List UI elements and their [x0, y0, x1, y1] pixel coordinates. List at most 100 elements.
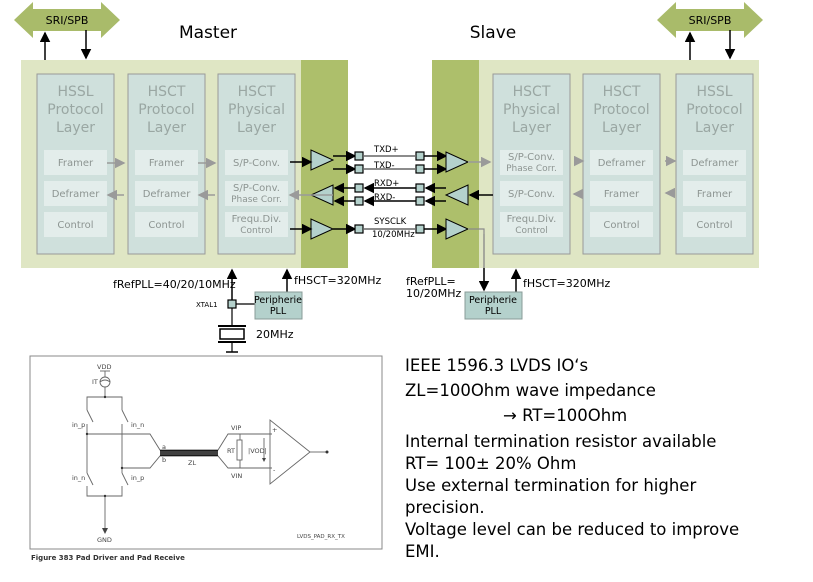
lvds-transceivers: [288, 149, 493, 268]
sub-block: Frequ.Div.Control: [225, 212, 288, 237]
schem-rt: RT: [227, 447, 235, 455]
sub-block: Framer: [683, 181, 746, 206]
sub-block-label: Deframer: [691, 158, 740, 169]
pad-icon: [415, 164, 425, 174]
layer-title-line: HSCT: [148, 84, 186, 100]
slave-pll-line2: PLL: [485, 306, 502, 317]
schem-vod: |VOD|: [248, 447, 267, 455]
layer-title-line: HSSL: [696, 84, 732, 100]
layer-title-line: Layer: [147, 120, 186, 136]
schem-gnd: GND: [97, 536, 112, 544]
layer-title-line: Layer: [237, 120, 276, 136]
master-pll-box: [254, 291, 303, 320]
layer-title-line: Layer: [512, 120, 551, 136]
crystal-icon: [219, 328, 245, 340]
lvds-notes: IEEE 1596.3 LVDS IO‘s ZL=100Ohm wave imp…: [405, 355, 810, 563]
sub-block: Control: [590, 212, 653, 237]
sub-block: Deframer: [683, 150, 746, 175]
master-bus-label: SRI/SPB: [46, 14, 89, 27]
slave-fhsct-label: fHSCT=320MHz: [523, 277, 611, 290]
pad-icon: [354, 224, 364, 234]
slave-title: Slave: [470, 23, 516, 43]
internal-arrows: [106, 155, 677, 201]
sub-block-label: S/P-Conv.: [233, 183, 280, 194]
schem-b: b: [162, 456, 166, 464]
schem-vdd: VDD: [97, 363, 111, 371]
sub-block-label: Framer: [149, 158, 185, 169]
sub-block-label: Control: [515, 226, 548, 236]
sub-block: Control: [44, 212, 107, 237]
crystal-freq-label: 20MHz: [256, 328, 294, 341]
schem-sw4: in_p: [131, 474, 144, 482]
slave-pll-box: [464, 291, 523, 320]
pad-icon: [354, 164, 364, 174]
signal-sysclk: SYSCLK: [374, 217, 407, 227]
signal-txd-minus: TXD-: [373, 161, 395, 171]
sub-block-label: S/P-Conv.: [508, 189, 555, 200]
buffer-icon: [444, 184, 469, 206]
pad-icon: [354, 196, 364, 206]
pad-icon: [354, 183, 364, 193]
sub-block-label: Frequ.Div.: [232, 214, 282, 225]
layer-title-line: Protocol: [593, 102, 649, 118]
layer-boxes: HSSLProtocolLayerFramerDeframerControlHS…: [36, 73, 754, 255]
note-line: precision.: [405, 498, 485, 517]
pad-icon: [354, 151, 364, 161]
sub-block: Framer: [44, 150, 107, 175]
layer-title-line: HSCT: [238, 84, 276, 100]
slave-bus-arrow: SRI/SPB: [657, 2, 763, 60]
signal-rxd-minus: RXD-: [374, 193, 395, 203]
buffer-icon: [445, 151, 470, 173]
sub-block-label: Framer: [697, 189, 733, 200]
sub-block-label: Framer: [604, 189, 640, 200]
master-title: Master: [179, 23, 237, 43]
sub-block-label: S/P-Conv.: [508, 152, 555, 163]
sub-block: Deframer: [590, 150, 653, 175]
layer-title-line: Protocol: [47, 102, 103, 118]
pad-icon: [415, 224, 425, 234]
sub-block-label: Control: [240, 226, 273, 236]
note-line: Internal termination resistor available: [405, 432, 717, 451]
sub-block: S/P-Conv.: [500, 181, 563, 206]
master-pll-line2: PLL: [270, 306, 287, 317]
note-line: Voltage level can be reduced to improve: [405, 520, 740, 539]
sub-block-label: Frequ.Div.: [507, 214, 557, 225]
slave-bus-label: SRI/SPB: [689, 14, 732, 27]
sub-block: Deframer: [44, 181, 107, 206]
layer-title-line: HSCT: [603, 84, 641, 100]
sub-block-label: Framer: [58, 158, 94, 169]
slave-fref-line1: fRefPLL=: [406, 275, 456, 288]
figure-caption: Figure 383 Pad Driver and Pad Receive: [31, 554, 185, 562]
sub-block: Deframer: [135, 181, 198, 206]
sub-block-label: S/P-Conv.: [233, 158, 280, 169]
master-clock: fRefPLL=40/20/10MHz fHSCT=320MHz XTAL1 P…: [113, 268, 382, 353]
master-bus-arrow: SRI/SPB: [14, 2, 120, 60]
note-line: → RT=100Ohm: [503, 406, 628, 425]
note-line: Use external termination for higher: [405, 476, 697, 495]
sub-block: Control: [135, 212, 198, 237]
layer-title-line: Protocol: [138, 102, 194, 118]
layer-title-line: Physical: [503, 102, 560, 118]
schem-a: a: [162, 443, 166, 451]
sub-block: Control: [683, 212, 746, 237]
layer-title-line: Physical: [228, 102, 285, 118]
master-fhsct-label: fHSCT=320MHz: [294, 274, 382, 287]
sub-block: S/P-Conv.Phase Corr.: [225, 181, 288, 206]
pad-icon: [415, 151, 425, 161]
sub-block-label: Deframer: [143, 189, 192, 200]
layer-title-line: Layer: [695, 120, 734, 136]
schem-minus: -: [273, 466, 276, 474]
buffer-icon: [445, 218, 470, 240]
schem-vip: VIP: [231, 424, 241, 432]
sub-block-label: Deframer: [598, 158, 647, 169]
layer-title-line: Layer: [602, 120, 641, 136]
sub-block-label: Phase Corr.: [231, 195, 282, 205]
sub-block-label: Control: [696, 220, 732, 231]
slave-pll-line1: Peripherie: [469, 295, 517, 306]
sub-block-label: Control: [57, 220, 93, 231]
signal-txd-plus: TXD+: [373, 145, 399, 155]
schem-it: IT: [92, 378, 98, 386]
